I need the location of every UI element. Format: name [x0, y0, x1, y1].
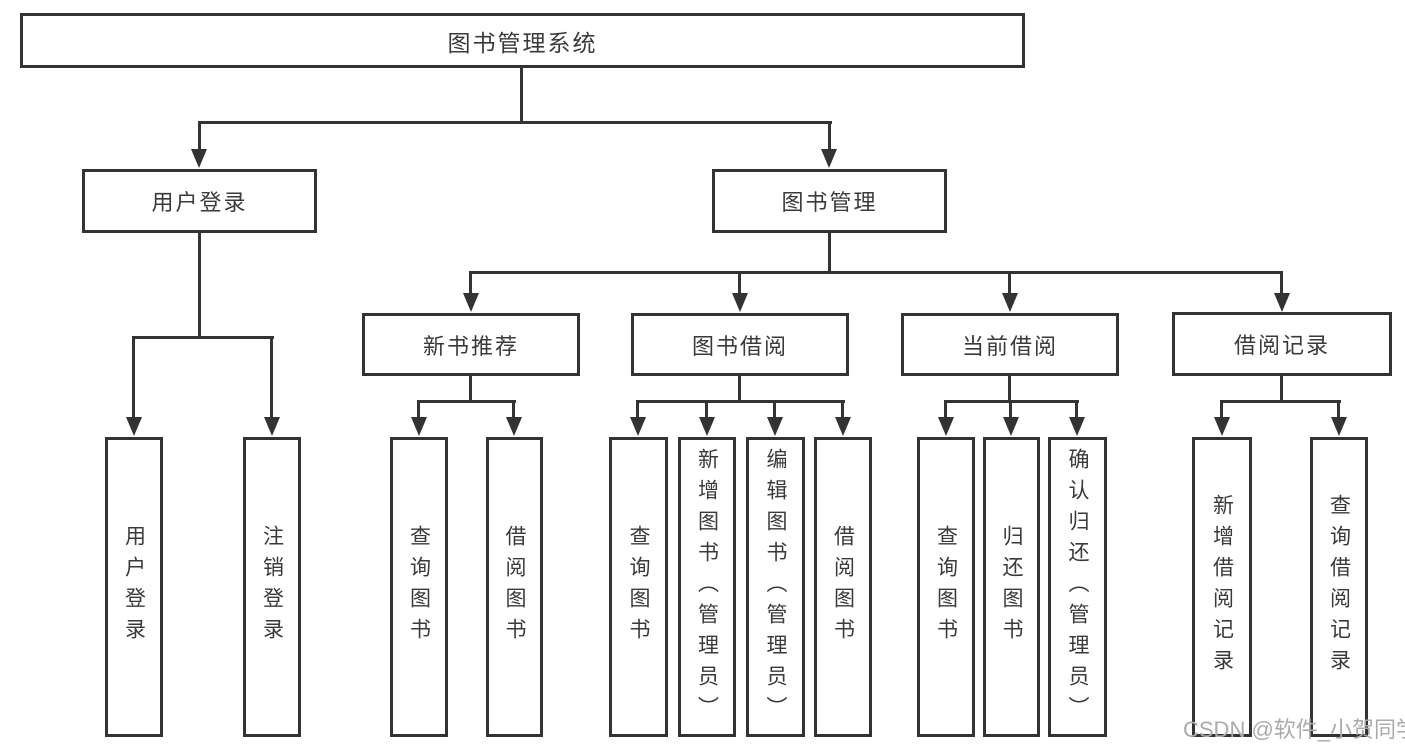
node-book-mgmt: 图书管理	[712, 169, 947, 233]
connector-group-stem	[738, 376, 741, 402]
node-library-system: 图书管理系统	[20, 13, 1025, 68]
connector-leaf-stem	[944, 400, 947, 420]
leaf-confirm-return-admin: 确认归还（管理员）	[1048, 437, 1107, 737]
connector-book-mgmt-stem	[828, 121, 831, 151]
arrow-down	[506, 417, 522, 436]
leaf-rec-query-books-label: 查询图书	[407, 525, 431, 649]
node-new-book-rec-label: 新书推荐	[422, 333, 519, 359]
connector-book-mgmt-down	[828, 233, 831, 271]
connector-leaf-stem	[636, 400, 639, 420]
leaf-return-books: 归还图书	[983, 437, 1040, 737]
node-current-borrow: 当前借阅	[901, 313, 1119, 376]
connector-l2-stem	[469, 271, 472, 295]
connector-leaf-stem	[1220, 400, 1223, 420]
leaf-add-borrow-record: 新增借阅记录	[1192, 437, 1252, 737]
connector-group-stem	[1280, 376, 1283, 402]
node-user-login: 用户登录	[82, 169, 317, 233]
connector-leaf-stem	[705, 400, 708, 420]
leaf-edit-books-admin: 编辑图书（管理员）	[746, 437, 805, 737]
leaf-user-login: 用户登录	[105, 437, 163, 737]
leaf-logout-label: 注销登录	[260, 525, 284, 649]
connector-user-login-down	[198, 233, 201, 336]
arrow-down	[630, 417, 646, 436]
leaf-current-query-books: 查询图书	[917, 437, 975, 737]
connector-root-stem	[520, 68, 523, 121]
arrow-down	[699, 417, 715, 436]
arrow-down	[1331, 417, 1347, 436]
node-borrow-records: 借阅记录	[1172, 312, 1392, 376]
node-user-login-label: 用户登录	[151, 190, 248, 215]
leaf-rec-query-books: 查询图书	[390, 437, 448, 737]
leaf-current-query-books-label: 查询图书	[934, 525, 958, 649]
csdn-watermark: CSDN @软件_小贺同学	[1183, 717, 1405, 742]
connector-l2-stem	[1008, 271, 1011, 295]
connector-level2-rail	[470, 271, 1283, 274]
arrow-down	[1002, 293, 1018, 312]
arrow-down	[821, 149, 837, 168]
node-borrow-records-label: 借阅记录	[1233, 333, 1330, 358]
arrow-down	[191, 149, 207, 168]
arrow-down	[126, 417, 142, 436]
connector-leaf-stem	[1075, 400, 1078, 420]
node-new-book-rec: 新书推荐	[362, 313, 580, 376]
leaf-add-borrow-record-label: 新增借阅记录	[1210, 494, 1234, 680]
arrow-down	[767, 417, 783, 436]
arrow-down	[835, 417, 851, 436]
arrow-down	[732, 293, 748, 312]
connector-group-stem	[469, 376, 472, 402]
leaf-add-books-admin: 新增图书（管理员）	[678, 437, 736, 737]
connector-leaf-stem	[773, 400, 776, 420]
leaf-confirm-return-admin-label: 确认归还（管理员）	[1066, 447, 1089, 727]
arrow-down	[1003, 417, 1019, 436]
connector-group-rail	[418, 400, 516, 403]
connector-group-rail	[637, 400, 845, 403]
arrow-down	[1214, 417, 1230, 436]
node-library-system-label: 图书管理系统	[447, 29, 598, 56]
connector-leaf-stem	[512, 400, 515, 420]
node-book-borrow: 图书借阅	[631, 313, 849, 376]
connector-group-stem	[1008, 376, 1011, 402]
leaf-rec-borrow-books: 借阅图书	[486, 437, 543, 737]
node-current-borrow-label: 当前借阅	[961, 333, 1058, 359]
leaf-logout: 注销登录	[243, 437, 301, 737]
connector-l2-stem	[1280, 271, 1283, 295]
arrow-down	[938, 417, 954, 436]
arrow-down	[1069, 417, 1085, 436]
leaf-return-books-label: 归还图书	[1000, 525, 1023, 649]
leaf-query-borrow-record: 查询借阅记录	[1310, 437, 1368, 737]
leaf-borrow-books-label: 借阅图书	[831, 525, 855, 649]
node-book-borrow-label: 图书借阅	[691, 333, 788, 359]
connector-l2-stem	[738, 271, 741, 295]
connector-group-rail	[945, 400, 1079, 403]
connector-leaf-stem	[1009, 400, 1012, 420]
connector-leaf-stem	[417, 400, 420, 420]
leaf-edit-books-admin-label: 编辑图书（管理员）	[764, 447, 787, 727]
connector-leaf-stem	[841, 400, 844, 420]
connector-group-rail	[1221, 400, 1341, 403]
leaf-query-borrow-record-label: 查询借阅记录	[1327, 494, 1351, 680]
leaf-user-login-label: 用户登录	[122, 525, 146, 649]
leaf-rec-borrow-books-label: 借阅图书	[503, 525, 526, 649]
arrow-down	[1274, 293, 1290, 312]
connector-level1-rail	[198, 121, 832, 124]
arrow-down	[463, 293, 479, 312]
leaf-borrow-query-books-label: 查询图书	[627, 525, 650, 649]
connector-user-login-stem	[198, 121, 201, 151]
leaf-borrow-query-books: 查询图书	[609, 437, 668, 737]
arrow-down	[411, 417, 427, 436]
connector-leaf-stem	[270, 336, 273, 420]
connector-user-login-rail	[133, 336, 274, 339]
connector-leaf-stem	[132, 336, 135, 420]
connector-leaf-stem	[1337, 400, 1340, 420]
leaf-borrow-books: 借阅图书	[814, 437, 872, 737]
arrow-down	[264, 417, 280, 436]
node-book-mgmt-label: 图书管理	[781, 190, 878, 215]
leaf-add-books-admin-label: 新增图书（管理员）	[695, 447, 719, 727]
